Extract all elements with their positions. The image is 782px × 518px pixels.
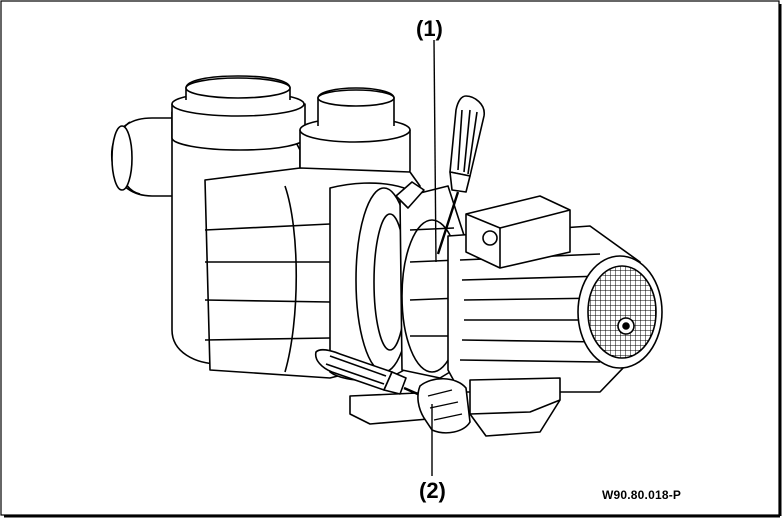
- cable-gland: [482, 230, 498, 246]
- reference-code: W90.80.018-P: [602, 488, 682, 502]
- motor-foot: [469, 377, 561, 415]
- callout-label-2: (2): [419, 478, 446, 503]
- screwdriver-icon: [314, 349, 437, 404]
- pump-drawing: [110, 75, 663, 437]
- callout-line-1: [433, 39, 437, 263]
- screwdriver-icon: [436, 95, 485, 255]
- callout-label-1: (1): [416, 16, 443, 41]
- clamp-latch-top: [395, 181, 425, 209]
- terminal-box: [465, 195, 571, 269]
- outlet-opening: [317, 89, 395, 107]
- hand-outline: [417, 377, 471, 434]
- inlet-opening: [111, 125, 133, 191]
